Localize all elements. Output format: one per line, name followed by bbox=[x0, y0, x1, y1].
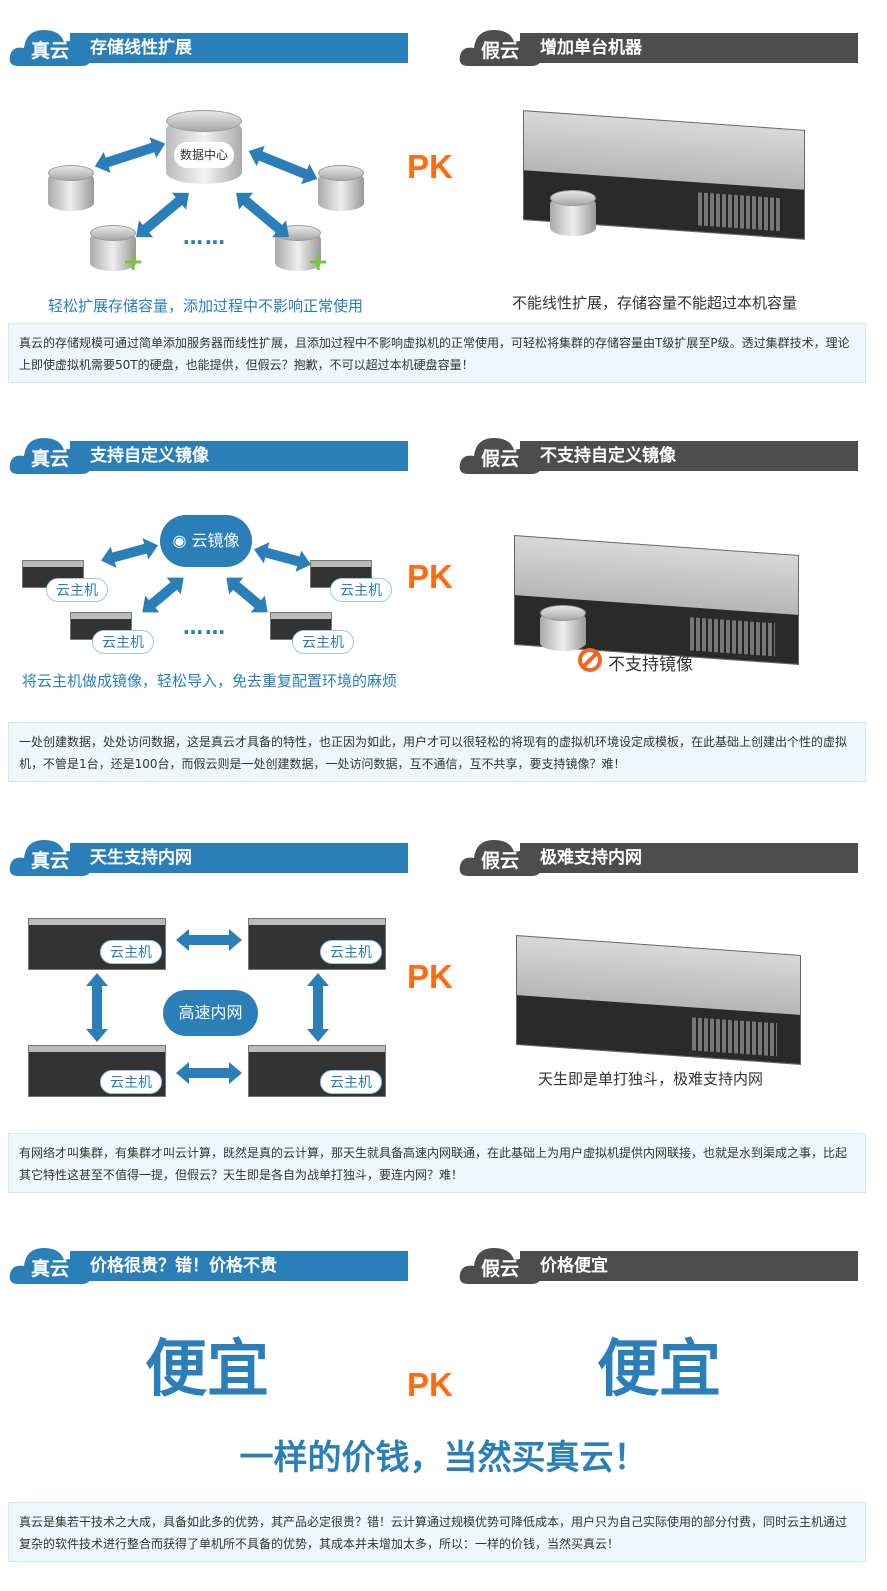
image-cloud-label: 云镜像 bbox=[191, 531, 240, 550]
arrow-icon bbox=[176, 929, 242, 951]
pk-label: PK bbox=[407, 958, 453, 995]
description-box: 有网络才叫集群，有集群才叫云计算，既然是真的云计算，那天生就具备高速内网联通，在… bbox=[8, 1133, 866, 1193]
database-icon bbox=[318, 165, 364, 217]
arrow-icon bbox=[307, 973, 329, 1042]
arrow-icon bbox=[148, 581, 178, 609]
description-box: 真云的存储规模可通过简单添加服务器而线性扩展，且添加过程中不影响虚拟机的正常使用… bbox=[8, 323, 866, 383]
image-cloud: ◉ 云镜像 bbox=[160, 515, 252, 567]
fake-label: 假云 bbox=[480, 850, 519, 872]
real-title: 存储线性扩展 bbox=[70, 33, 408, 63]
ellipsis: …… bbox=[183, 225, 227, 249]
forbidden-icon bbox=[578, 648, 602, 672]
slogan: 一样的价钱，当然买真云！ bbox=[239, 1438, 648, 1478]
fake-header-3: 假云 极难支持内网 bbox=[458, 840, 858, 876]
pk-label: PK bbox=[407, 148, 453, 185]
vm-tag: 云主机 bbox=[100, 1070, 162, 1094]
real-label: 真云 bbox=[30, 448, 69, 470]
datacenter-icon: 数据中心 bbox=[166, 110, 242, 190]
fake-title: 不支持自定义镜像 bbox=[520, 441, 858, 471]
vm-tag: 云主机 bbox=[320, 1070, 382, 1094]
real-price-text: 便宜 bbox=[145, 1332, 270, 1405]
fake-title: 增加单台机器 bbox=[520, 33, 858, 63]
fake-caption: 不支持镜像 bbox=[608, 655, 693, 675]
arrow-icon bbox=[264, 547, 301, 567]
pk-label: PK bbox=[407, 1366, 453, 1403]
real-label: 真云 bbox=[30, 1258, 69, 1280]
fake-header-1: 假云 增加单台机器 bbox=[458, 30, 858, 66]
server-image bbox=[516, 935, 801, 1065]
arrow-icon bbox=[176, 1062, 242, 1084]
vm-tag: 云主机 bbox=[100, 940, 162, 964]
arrow-icon bbox=[142, 196, 183, 234]
arrow-icon bbox=[111, 543, 148, 563]
description-box: 真云是集若干技术之大成，具备如此多的优势，其产品必定很贵？错！云计算通过规模优势… bbox=[8, 1502, 866, 1562]
vm-tag: 云主机 bbox=[92, 630, 154, 654]
real-header-4: 真云 价格很贵？错！价格不贵 bbox=[8, 1248, 408, 1284]
fake-label: 假云 bbox=[480, 40, 519, 62]
fake-header-4: 假云 价格便宜 bbox=[458, 1248, 858, 1284]
database-icon bbox=[540, 605, 586, 657]
real-label: 真云 bbox=[30, 40, 69, 62]
arrow-icon bbox=[232, 581, 262, 609]
real-header-1: 真云 存储线性扩展 bbox=[8, 30, 408, 66]
datacenter-label: 数据中心 bbox=[174, 142, 234, 168]
intranet-cloud: 高速内网 bbox=[163, 990, 258, 1036]
pk-label: PK bbox=[407, 558, 453, 595]
fake-title: 极难支持内网 bbox=[520, 843, 858, 873]
ellipsis: …… bbox=[183, 615, 227, 639]
real-header-2: 真云 支持自定义镜像 bbox=[8, 438, 408, 474]
vm-tag: 云主机 bbox=[292, 630, 354, 654]
real-header-3: 真云 天生支持内网 bbox=[8, 840, 408, 876]
vm-tag: 云主机 bbox=[320, 940, 382, 964]
vm-tag: 云主机 bbox=[330, 578, 392, 602]
real-caption: 将云主机做成镜像，轻松导入，免去重复配置环境的麻烦 bbox=[22, 672, 398, 690]
fake-label: 假云 bbox=[480, 1258, 519, 1280]
real-title: 支持自定义镜像 bbox=[70, 441, 408, 471]
fake-caption: 天生即是单打独斗，极难支持内网 bbox=[538, 1070, 764, 1088]
fake-header-2: 假云 不支持自定义镜像 bbox=[458, 438, 858, 474]
real-caption: 轻松扩展存储容量，添加过程中不影响正常使用 bbox=[48, 297, 364, 315]
arrow-icon bbox=[257, 150, 309, 180]
arrow-icon bbox=[242, 196, 283, 234]
fake-title: 价格便宜 bbox=[520, 1251, 858, 1281]
database-add-icon: + bbox=[90, 225, 144, 277]
fake-price-text: 便宜 bbox=[597, 1332, 722, 1405]
database-icon bbox=[48, 165, 94, 217]
fake-caption: 不能线性扩展，存储容量不能超过本机容量 bbox=[512, 294, 798, 312]
database-icon bbox=[550, 190, 596, 242]
real-label: 真云 bbox=[30, 850, 69, 872]
real-title: 天生支持内网 bbox=[70, 843, 408, 873]
arrow-icon bbox=[86, 973, 108, 1042]
arrow-icon bbox=[104, 142, 156, 168]
fake-label: 假云 bbox=[480, 448, 519, 470]
vm-tag: 云主机 bbox=[46, 578, 108, 602]
description-box: 一处创建数据，处处访问数据，这是真云才具备的特性，也正因为如此，用户才可以很轻松… bbox=[8, 722, 866, 782]
real-title: 价格很贵？错！价格不贵 bbox=[70, 1251, 408, 1281]
